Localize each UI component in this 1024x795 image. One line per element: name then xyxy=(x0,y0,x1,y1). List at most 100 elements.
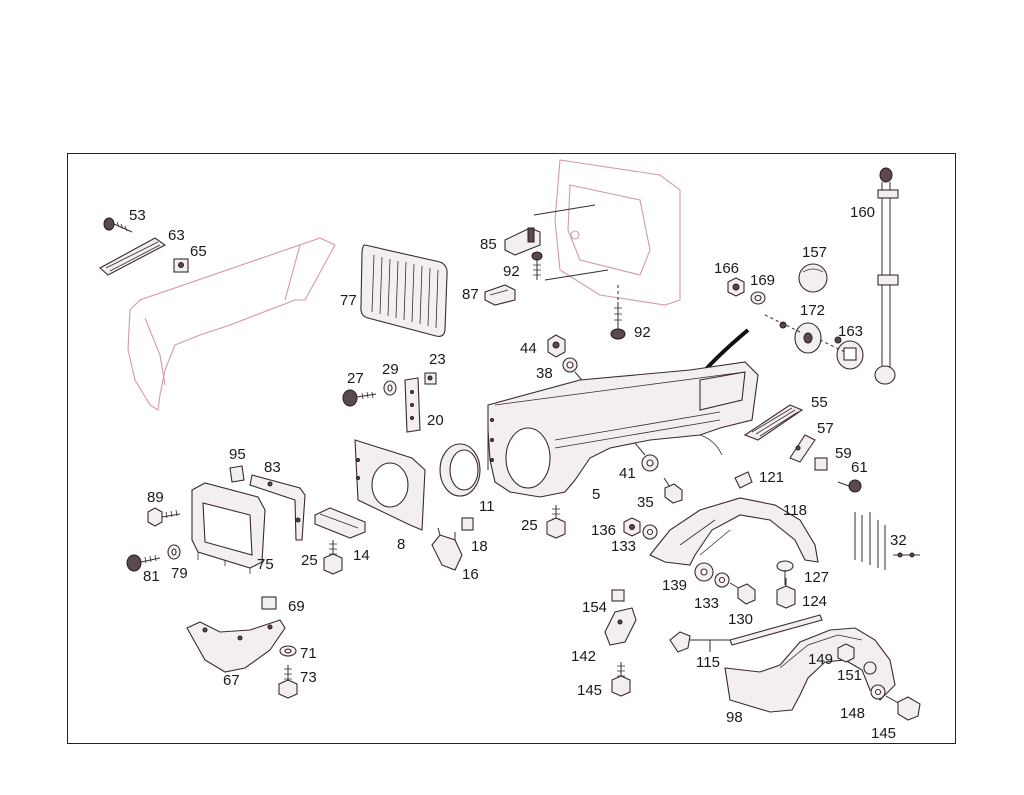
label-130: 130 xyxy=(728,611,753,628)
part-20-strip xyxy=(404,377,421,433)
label-23: 23 xyxy=(429,351,446,368)
label-29: 29 xyxy=(382,361,399,378)
label-92-lower: 92 xyxy=(634,324,651,341)
part-139-spacer xyxy=(694,562,714,582)
label-41: 41 xyxy=(619,465,636,482)
label-83: 83 xyxy=(264,459,281,476)
part-124-bolt xyxy=(776,578,796,609)
label-59: 59 xyxy=(835,445,852,462)
diagram-frame xyxy=(67,153,956,744)
part-172-flange xyxy=(779,321,822,354)
part-25-bolt-center xyxy=(546,505,566,539)
label-18: 18 xyxy=(471,538,488,555)
label-35: 35 xyxy=(637,494,654,511)
label-172: 172 xyxy=(800,302,825,319)
label-136: 136 xyxy=(591,522,616,539)
label-157: 157 xyxy=(802,244,827,261)
label-166: 166 xyxy=(714,260,739,277)
part-16-bracket xyxy=(431,527,463,571)
label-142: 142 xyxy=(571,648,596,665)
label-5: 5 xyxy=(592,486,600,503)
label-154: 154 xyxy=(582,599,607,616)
part-154-clip xyxy=(611,589,625,602)
label-145-right: 145 xyxy=(871,725,896,742)
part-133-washer-a xyxy=(642,524,658,540)
label-124: 124 xyxy=(802,593,827,610)
label-32: 32 xyxy=(890,532,907,549)
label-81: 81 xyxy=(143,568,160,585)
label-169: 169 xyxy=(750,272,775,289)
label-145-left: 145 xyxy=(577,682,602,699)
label-14: 14 xyxy=(353,547,370,564)
label-61: 61 xyxy=(851,459,868,476)
label-98: 98 xyxy=(726,709,743,726)
part-32-wiring xyxy=(854,512,920,570)
part-63-trim-strip xyxy=(99,237,167,276)
label-25-left: 25 xyxy=(301,552,318,569)
ghost-fender-outline xyxy=(127,237,336,411)
part-5-fender xyxy=(487,361,759,498)
part-83-bracket xyxy=(249,474,306,541)
label-75: 75 xyxy=(257,556,274,573)
part-35-bolt xyxy=(663,477,683,504)
part-157-cap xyxy=(798,263,828,293)
part-145-bolt-a xyxy=(611,662,631,697)
label-44: 44 xyxy=(520,340,537,357)
part-labels: 53 63 65 77 85 92 87 92 160 166 157 169 … xyxy=(129,204,907,742)
part-166-nut xyxy=(727,277,745,297)
part-85-bracket xyxy=(504,204,596,256)
label-65: 65 xyxy=(190,243,207,260)
part-148-washer xyxy=(870,684,886,700)
label-133-upper: 133 xyxy=(611,538,636,555)
part-41-washer xyxy=(641,454,659,472)
label-71: 71 xyxy=(300,645,317,662)
part-149-nut xyxy=(837,643,855,663)
label-67: 67 xyxy=(223,672,240,689)
label-79: 79 xyxy=(171,565,188,582)
label-89: 89 xyxy=(147,489,164,506)
label-163: 163 xyxy=(838,323,863,340)
part-151-washer xyxy=(863,661,877,675)
label-73: 73 xyxy=(300,669,317,686)
part-163-socket xyxy=(764,314,864,370)
part-65-clip xyxy=(173,258,189,273)
part-55-vent xyxy=(743,404,804,441)
label-127: 127 xyxy=(804,569,829,586)
part-59-clip xyxy=(814,457,828,471)
part-44-nut xyxy=(547,334,566,358)
label-63: 63 xyxy=(168,227,185,244)
part-160-antenna xyxy=(874,167,899,385)
label-20: 20 xyxy=(427,412,444,429)
label-121: 121 xyxy=(759,469,784,486)
part-115-seal xyxy=(669,614,823,653)
label-160: 160 xyxy=(850,204,875,221)
part-61-screw xyxy=(837,479,862,493)
part-127-washer xyxy=(776,560,794,585)
ghost-housing-outline xyxy=(554,159,681,306)
part-25-bolt-left xyxy=(323,540,343,575)
label-133-lower: 133 xyxy=(694,595,719,612)
label-38: 38 xyxy=(536,365,553,382)
part-79-washer xyxy=(167,544,181,560)
part-169-washer xyxy=(750,291,766,305)
label-87: 87 xyxy=(462,286,479,303)
part-121-clip xyxy=(734,471,753,489)
label-118: 118 xyxy=(783,502,807,519)
part-67-lower-panel xyxy=(186,619,286,673)
label-27: 27 xyxy=(347,370,364,387)
part-57-bracket xyxy=(789,434,816,463)
label-57: 57 xyxy=(817,420,834,437)
label-8: 8 xyxy=(397,536,405,553)
part-11-ring xyxy=(439,443,481,497)
label-53: 53 xyxy=(129,207,146,224)
part-95-clip xyxy=(229,465,245,483)
part-8-panel xyxy=(354,439,426,531)
part-77-grille xyxy=(360,244,448,337)
part-23-clip xyxy=(424,372,437,385)
label-149: 149 xyxy=(808,651,833,668)
part-142-bracket xyxy=(604,607,637,646)
part-29-washer xyxy=(383,380,397,396)
label-55: 55 xyxy=(811,394,828,411)
part-69-clip xyxy=(261,596,277,610)
